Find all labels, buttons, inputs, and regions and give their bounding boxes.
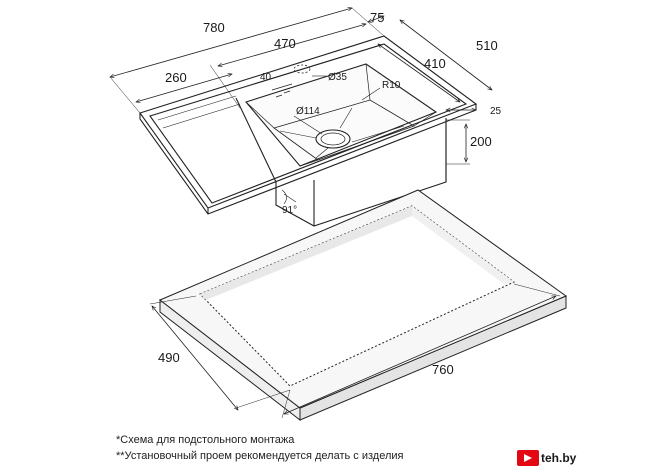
mounting-marks <box>271 83 293 98</box>
dim-drainboard-length: 260 <box>165 70 187 85</box>
dim-rim-width: 25 <box>490 106 502 117</box>
dim-overall-length: 780 <box>203 20 225 35</box>
countertop-cutout <box>159 189 568 422</box>
dim-bowl-depth: 410 <box>424 56 446 71</box>
dim-tap-offset: 40 <box>260 72 272 83</box>
play-arrow-icon <box>517 450 539 466</box>
cutout-dimension-lines <box>149 283 561 419</box>
watermark: teh.by <box>517 449 576 467</box>
dim-corner-radius: R10 <box>382 80 401 91</box>
drainboard-divider <box>235 97 277 183</box>
sink-dimension-lines <box>110 8 492 205</box>
dim-edge-angle: 91° <box>282 205 297 216</box>
dim-side-margin: 75 <box>370 10 384 25</box>
dim-tap-hole-diameter: Ø35 <box>328 72 347 83</box>
watermark-text: teh.by <box>541 451 577 465</box>
dim-bowl-length: 470 <box>274 36 296 51</box>
dim-bowl-height: 200 <box>470 134 492 149</box>
note-undermount: *Схема для подстольного монтажа <box>116 434 295 446</box>
dim-cutout-width: 760 <box>432 362 454 377</box>
dim-overall-depth: 510 <box>476 38 498 53</box>
cutout-dimension-labels: 490 760 <box>158 350 454 377</box>
dim-drain-diameter: Ø114 <box>296 106 320 117</box>
sink-dimension-labels: 780 470 260 75 510 410 25 200 R10 Ø114 Ø… <box>165 10 502 216</box>
dim-cutout-depth: 490 <box>158 350 180 365</box>
note-cutout: **Установочный проем рекомендуется делат… <box>116 450 404 462</box>
